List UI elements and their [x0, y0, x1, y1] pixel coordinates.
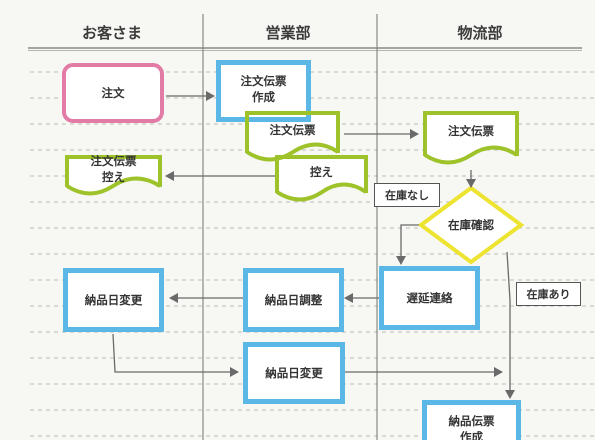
- node-adjust-date-label: 納品日調整: [264, 292, 323, 307]
- doc-wave-customer: [65, 176, 162, 196]
- lane-title-logistics: 物流部: [457, 24, 503, 42]
- node-delivery-slip-label: 納品伝票 作成: [448, 414, 495, 440]
- node-change-date-customer[interactable]: 納品日変更: [63, 268, 164, 332]
- arrow-customer-to-sales: [112, 333, 239, 377]
- doc-fill-logistics: [425, 113, 517, 163]
- node-change-date-sales[interactable]: 納品日変更: [243, 342, 345, 404]
- callout-out-of-stock: 在庫なし: [374, 183, 440, 207]
- node-create-slip-label: 注文伝票 作成: [240, 74, 287, 105]
- node-copy[interactable]: 控え: [275, 155, 368, 193]
- arrow-out-of-stock: [396, 224, 419, 265]
- doc-fill-copy: [277, 157, 366, 200]
- node-delay-notice-label: 遅延連絡: [406, 290, 453, 305]
- node-order[interactable]: 注文: [62, 63, 164, 123]
- node-order-slip-copy-label: 注文伝票 控え: [90, 153, 137, 184]
- node-delivery-slip[interactable]: 納品伝票 作成: [422, 400, 521, 440]
- doc-fill-customer: [67, 157, 160, 194]
- arrow-in-stock: [505, 251, 515, 399]
- lane-title-sales: 営業部: [265, 24, 311, 42]
- node-order-slip-sales[interactable]: 注文伝票: [245, 111, 340, 153]
- doc-wave-copy: [275, 182, 368, 202]
- node-order-slip-copy[interactable]: 注文伝票 控え: [65, 153, 162, 187]
- node-adjust-date[interactable]: 納品日調整: [243, 268, 344, 332]
- node-order-label: 注文: [101, 85, 125, 100]
- connectors: [112, 91, 515, 399]
- node-order-slip-sales-label: 注文伝票: [269, 122, 316, 137]
- node-order-slip-logistics[interactable]: 注文伝票: [423, 111, 519, 156]
- stock-check-diamond: [417, 185, 525, 265]
- node-order-slip-logistics-label: 注文伝票: [448, 124, 494, 139]
- doc-wave-sales: [245, 142, 340, 162]
- node-delay-notice[interactable]: 遅延連絡: [379, 266, 480, 330]
- doc-fill-sales: [247, 113, 338, 160]
- node-stock-check-label[interactable]: 在庫確認: [448, 218, 494, 232]
- callout-in-stock: 在庫あり: [516, 282, 581, 306]
- doc-wave-logistics: [423, 145, 519, 165]
- node-copy-label: 控え: [310, 164, 333, 179]
- node-change-date-sales-label: 納品日変更: [265, 365, 323, 380]
- lane-title-customer: お客さま: [81, 24, 142, 42]
- node-change-date-customer-label: 納品日変更: [84, 292, 143, 307]
